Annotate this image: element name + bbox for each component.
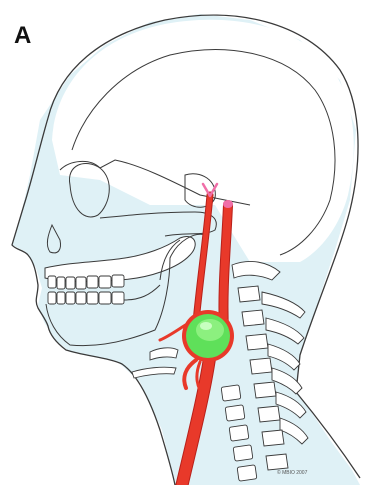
carotid-aneurysm bbox=[182, 310, 234, 362]
branch-tip-right bbox=[223, 200, 233, 208]
lower-teeth bbox=[48, 292, 124, 304]
panel-label: A bbox=[14, 24, 31, 48]
copyright-note: © MBIO 2007 bbox=[277, 470, 307, 476]
